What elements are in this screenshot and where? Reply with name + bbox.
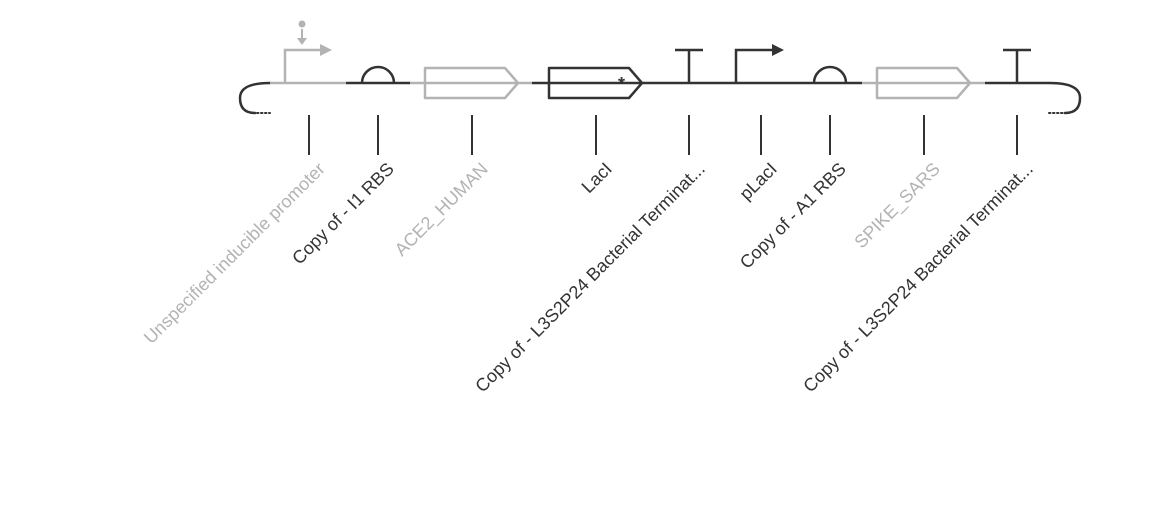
rbs-semicircle-icon <box>812 65 848 84</box>
leader-lines <box>308 115 1018 155</box>
backbone-left-bracket-icon <box>238 81 272 115</box>
part-labels: Unspecified inducible promoter Copy of -… <box>140 159 1037 396</box>
promoter-arrow-icon <box>734 44 784 83</box>
part-label-placi: pLacI <box>736 159 781 204</box>
terminator-t-icon <box>675 48 703 83</box>
rbs-semicircle-icon <box>360 65 396 84</box>
backbone-right-bracket-icon <box>1048 81 1082 115</box>
part-label-spike-sars: SPIKE_SARS <box>850 159 944 253</box>
inducible-promoter-arrow-icon <box>283 20 332 83</box>
cds-pentagon-starred-icon: * <box>547 66 644 100</box>
mutation-star-icon: * <box>618 74 625 94</box>
terminator-t-icon <box>1003 48 1031 83</box>
cds-pentagon-icon <box>423 66 520 100</box>
part-label-laci: LacI <box>578 159 616 197</box>
part-label-ace2-human: ACE2_HUMAN <box>391 159 493 261</box>
cds-pentagon-icon <box>875 66 972 100</box>
